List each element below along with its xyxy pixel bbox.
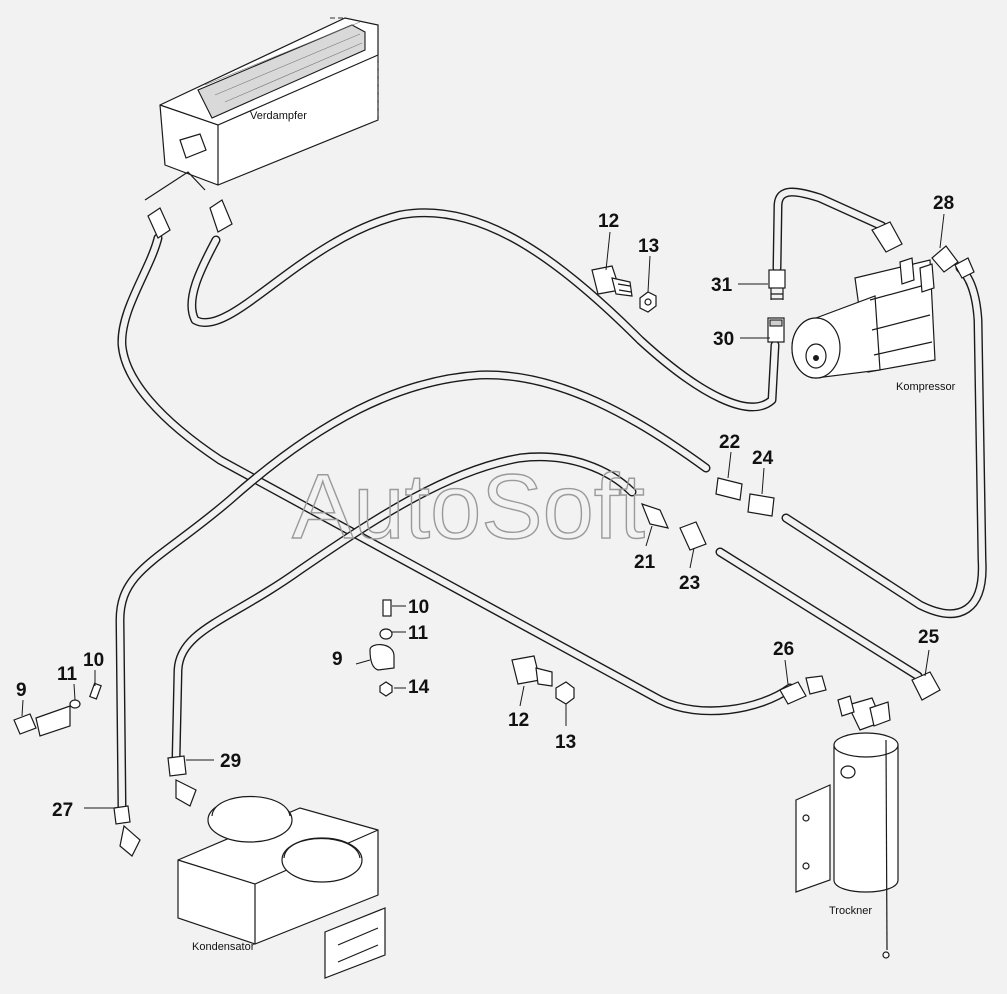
callout-24: 24	[752, 448, 774, 469]
callout-31: 31	[711, 275, 733, 296]
condenser-label: Kondensator	[192, 941, 255, 953]
callout-12-lower: 12	[508, 710, 529, 731]
dryer: Trockner	[795, 695, 899, 959]
callout-12-upper: 12	[598, 211, 619, 232]
compressor: Kompressor	[791, 257, 956, 393]
callout-10-center: 10	[408, 597, 429, 618]
pipes	[115, 187, 987, 813]
fittings-21-24	[640, 477, 775, 551]
callout-26: 26	[773, 639, 794, 660]
callout-23: 23	[679, 573, 700, 594]
callout-13-lower: 13	[555, 732, 576, 753]
callout-30: 30	[713, 329, 734, 350]
clamp-assembly-left	[13, 682, 102, 737]
callout-13-upper: 13	[638, 236, 659, 257]
compressor-label: Kompressor	[896, 381, 956, 393]
condenser-connectors	[113, 755, 197, 857]
callout-11-left: 11	[57, 664, 78, 685]
callout-25: 25	[918, 627, 940, 648]
compressor-connectors	[871, 221, 975, 279]
leader-lines	[21, 213, 945, 809]
evaporator: Verdampfer	[144, 17, 379, 201]
fitting-12-13-upper	[591, 265, 657, 313]
dryer-connectors	[779, 671, 941, 705]
fittings-30-31	[767, 269, 786, 343]
callout-21: 21	[634, 552, 656, 573]
callout-28: 28	[933, 193, 954, 214]
evaporator-fittings	[147, 199, 233, 239]
callout-22: 22	[719, 432, 740, 453]
fitting-12-13-lower	[511, 655, 575, 705]
dryer-label: Trockner	[829, 905, 872, 917]
clamp-assembly-center	[369, 599, 395, 697]
condenser: Kondensator	[177, 795, 386, 979]
callout-29: 29	[220, 751, 241, 772]
callout-9-center: 9	[332, 649, 343, 670]
watermark: AutoSoft	[292, 456, 645, 558]
callout-27: 27	[52, 800, 73, 821]
callout-11-center: 11	[408, 623, 429, 644]
callout-numbers: 12 13 31 30 28 22 24 21 23 10 11 9 14 12…	[16, 193, 954, 821]
callout-9-left: 9	[16, 680, 27, 701]
evaporator-label: Verdampfer	[250, 110, 307, 122]
callout-10-left: 10	[83, 650, 104, 671]
callout-14: 14	[408, 677, 430, 698]
